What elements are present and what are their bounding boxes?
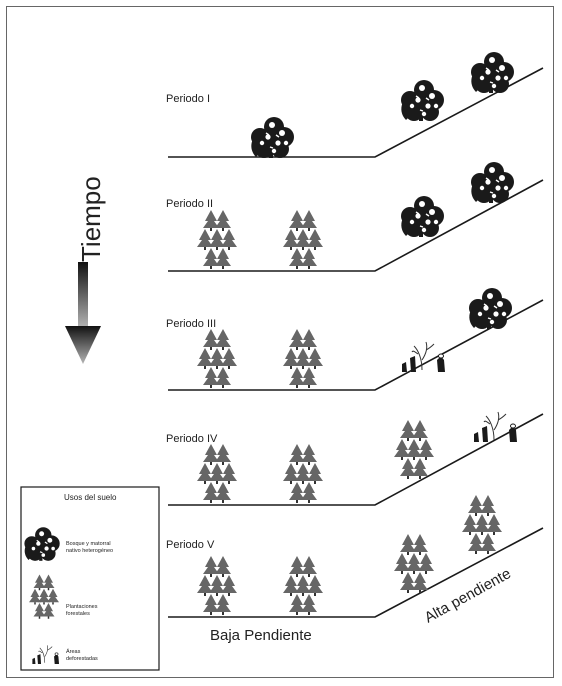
low-slope-label: Baja Pendiente <box>210 627 312 644</box>
high-slope-label: Alta pendiente <box>422 565 514 626</box>
plantation-icon <box>283 329 323 388</box>
plantation-icon <box>462 495 502 554</box>
legend-item-forest-line1: Bosque y matorral <box>66 541 111 547</box>
ground-line-periodo-iii <box>168 299 544 391</box>
time-arrow-shaft <box>78 262 88 328</box>
legend-item-deforested: Áreas deforestadas <box>32 645 98 665</box>
plantation-icon <box>197 556 237 615</box>
legend-item-plantation-line2: forestales <box>66 611 90 617</box>
legend-item-forest: Bosque y matorral nativo heterogéneo <box>23 526 113 562</box>
forest-icon <box>470 161 515 204</box>
time-arrow: Tiempo <box>65 176 106 364</box>
plantation-icon <box>283 444 323 503</box>
time-arrow-head <box>65 326 101 364</box>
ground-line-periodo-v <box>168 527 544 618</box>
legend: Usos del suelo Bosque y matorral nativo … <box>20 486 160 671</box>
time-label: Tiempo <box>76 176 106 262</box>
forest-icon <box>400 195 445 238</box>
ground-line-periodo-ii <box>168 179 544 272</box>
legend-title: Usos del suelo <box>64 493 117 502</box>
legend-box <box>20 486 160 671</box>
period-label-2: Periodo II <box>166 198 213 210</box>
legend-item-deforested-line1: Áreas <box>66 648 81 655</box>
legend-item-plantation: Plantaciones forestales <box>29 575 98 619</box>
forest-icon <box>400 79 445 122</box>
plantation-icon <box>197 444 237 503</box>
period-label-3: Periodo III <box>166 318 216 330</box>
deforested-icon <box>473 411 518 443</box>
forest-icon <box>468 287 513 330</box>
plantation-icon <box>283 210 323 269</box>
ground-line-periodo-i <box>168 67 544 158</box>
period-label-5: Periodo V <box>166 539 215 551</box>
legend-item-forest-line2: nativo heterogéneo <box>66 548 113 554</box>
plantation-icon <box>197 329 237 388</box>
legend-item-deforested-line2: deforestadas <box>66 656 98 662</box>
period-label-4: Periodo IV <box>166 433 218 445</box>
ground-line-periodo-iv <box>168 413 544 506</box>
plantation-icon <box>283 556 323 615</box>
plantation-icon <box>394 534 434 593</box>
plantation-icon <box>394 420 434 479</box>
deforested-icon <box>401 341 446 373</box>
plantation-icon <box>197 210 237 269</box>
period-label-1: Periodo I <box>166 93 210 105</box>
legend-item-plantation-line1: Plantaciones <box>66 604 98 610</box>
forest-icon <box>250 116 295 159</box>
forest-icon <box>470 51 515 94</box>
